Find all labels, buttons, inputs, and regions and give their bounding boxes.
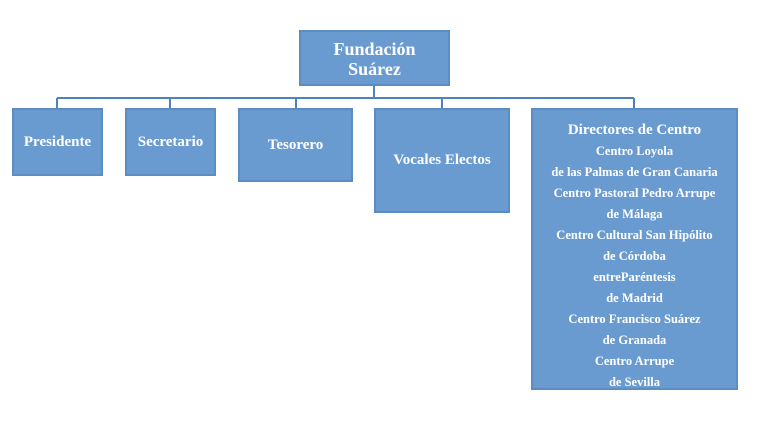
directores-line: de Granada: [602, 333, 667, 347]
directores-line: de Málaga: [606, 207, 663, 221]
node-secretario: Secretario: [125, 108, 216, 176]
node-tesorero-label: Tesorero: [267, 136, 324, 153]
directores-line: de Madrid: [606, 291, 663, 305]
node-vocales-electos: Vocales Electos: [374, 108, 510, 213]
node-presidente-label: Presidente: [23, 133, 92, 150]
root-node-line1: Fundación: [333, 39, 416, 59]
directores-line: de Sevilla: [608, 375, 661, 389]
root-node-fundacion-suarez: Fundación Suárez: [299, 30, 450, 86]
directores-line: Centro Loyola: [595, 144, 674, 158]
directores-line: Centro Francisco Suárez: [568, 312, 701, 326]
directores-line: Centro Cultural San Hipólito: [556, 228, 713, 242]
node-presidente: Presidente: [12, 108, 103, 176]
directores-line: Centro Pastoral Pedro Arrupe: [553, 186, 716, 200]
node-directores-de-centro: Directores de Centro Centro Loyola de la…: [531, 108, 738, 390]
directores-line: entreParéntesis: [593, 270, 676, 284]
directores-title: Directores de Centro: [567, 122, 702, 138]
directores-line: de Córdoba: [603, 249, 666, 263]
node-tesorero: Tesorero: [238, 108, 353, 182]
directores-line: Centro Arrupe: [594, 354, 675, 368]
directores-line: de las Palmas de Gran Canaria: [551, 165, 718, 179]
node-vocales-label: Vocales Electos: [393, 152, 491, 168]
root-node-line2: Suárez: [348, 59, 401, 79]
node-secretario-label: Secretario: [137, 133, 204, 150]
